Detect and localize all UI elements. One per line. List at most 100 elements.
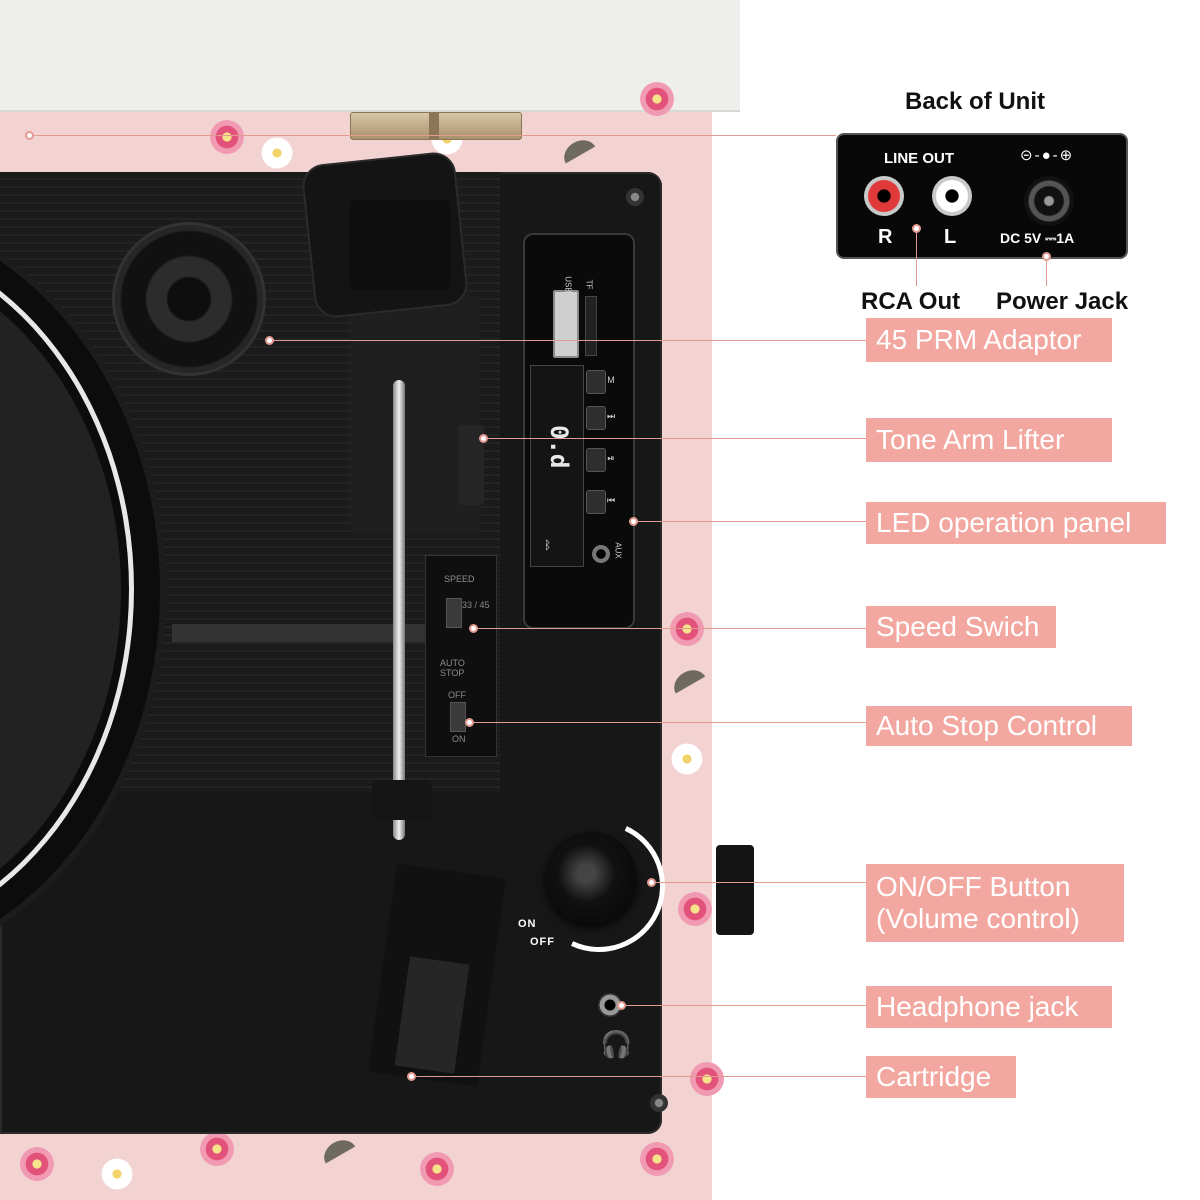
- power-leader-line: [1046, 256, 1047, 286]
- flower-decoration: [200, 1132, 234, 1166]
- leaf-decoration: [318, 1134, 356, 1164]
- flower-decoration: [690, 1062, 724, 1096]
- tf-card-slot[interactable]: [585, 296, 597, 356]
- knob-on-label: ON: [518, 918, 537, 930]
- mode-button[interactable]: [586, 370, 606, 394]
- rca-right-label: R: [878, 226, 893, 248]
- onoff-leader-line: [652, 882, 866, 883]
- led-digits: 0.d: [545, 425, 573, 469]
- leader-dot: [1042, 252, 1051, 261]
- flower-decoration: [420, 1152, 454, 1186]
- leader-dot: [265, 336, 274, 345]
- play-pause-icon: ⏯: [607, 453, 615, 463]
- flower-decoration: [20, 1147, 54, 1181]
- back-leader-line: [30, 135, 836, 136]
- callout-cartridge: Cartridge: [866, 1056, 1016, 1098]
- headphone-leader-line: [622, 1005, 866, 1006]
- callout-cartridge-text: Cartridge: [876, 1061, 992, 1092]
- tonearm-pivot: [350, 200, 450, 290]
- leader-dot: [912, 224, 921, 233]
- power-jack-label: Power Jack: [996, 288, 1129, 315]
- callout-adaptor-text: 45 PRM Adaptor: [876, 324, 1082, 355]
- leader-dot: [25, 131, 34, 140]
- headphone-icon: 🎧: [600, 1029, 633, 1059]
- turntable-lid: [0, 0, 740, 112]
- next-icon: ⏭: [606, 411, 616, 421]
- flower-decoration: [640, 82, 674, 116]
- leader-dot: [465, 718, 474, 727]
- rca-left-label: L: [944, 226, 957, 248]
- tf-label: TF: [584, 279, 594, 290]
- adaptor-leader-line: [270, 340, 866, 341]
- dc-power-jack[interactable]: [1024, 176, 1074, 226]
- callout-headphone: Headphone jack: [866, 986, 1112, 1028]
- usb-port[interactable]: [553, 290, 579, 358]
- callout-speed-text: Speed Swich: [876, 611, 1040, 642]
- dc-rating-label: DC 5V ⎓1A: [1000, 230, 1075, 246]
- auto-stop-switch[interactable]: [450, 702, 466, 732]
- rca-out-label: RCA Out: [861, 288, 961, 315]
- speed-leader-line: [474, 628, 866, 629]
- aux-label: AUX: [613, 542, 623, 559]
- lifter-leader-line: [484, 438, 866, 439]
- polarity-icon: ⊝-●-⊕: [1020, 147, 1075, 164]
- leader-dot: [647, 878, 656, 887]
- leader-dot: [469, 624, 478, 633]
- screw: [650, 1094, 668, 1112]
- flower-decoration: [670, 612, 704, 646]
- tonearm-tube[interactable]: [393, 380, 405, 840]
- callout-led: LED operation panel: [866, 502, 1166, 544]
- callout-onoff-text-1: ON/OFF Button: [876, 871, 1071, 902]
- on-label: ON: [452, 734, 466, 744]
- callout-headphone-text: Headphone jack: [876, 991, 1079, 1022]
- rca-left-jack[interactable]: [932, 176, 972, 216]
- leader-dot: [479, 434, 488, 443]
- side-latch: [716, 845, 754, 935]
- callout-onoff-text-2: (Volume control): [876, 903, 1080, 934]
- knob-off-label: OFF: [530, 936, 555, 948]
- led-display: [530, 365, 584, 567]
- aux-port[interactable]: [592, 545, 610, 563]
- callout-led-text: LED operation panel: [876, 507, 1132, 538]
- deck-stripe: [172, 624, 494, 642]
- callout-adaptor: 45 PRM Adaptor: [866, 318, 1112, 362]
- flower-decoration: [210, 120, 244, 154]
- line-out-label: LINE OUT: [884, 150, 954, 167]
- bluetooth-icon: ᛒ: [544, 538, 552, 552]
- speed-values: 33 / 45: [462, 600, 490, 610]
- auto-stop-label: AUTO STOP: [440, 658, 465, 678]
- autostop-leader-line: [470, 722, 866, 723]
- leader-dot: [617, 1001, 626, 1010]
- speed-label: SPEED: [444, 574, 475, 584]
- leaf-decoration: [558, 134, 596, 164]
- next-button[interactable]: [586, 406, 606, 430]
- speed-switch[interactable]: [446, 598, 462, 628]
- off-label: OFF: [448, 690, 466, 700]
- screw: [626, 188, 644, 206]
- play-pause-button[interactable]: [586, 448, 606, 472]
- led-leader-line: [634, 521, 866, 522]
- callout-onoff: ON/OFF Button (Volume control): [866, 864, 1124, 942]
- rca-right-jack[interactable]: [864, 176, 904, 216]
- flower-decoration: [260, 136, 294, 170]
- usb-label: USB: [563, 276, 573, 293]
- 45-adaptor[interactable]: [115, 225, 263, 373]
- callout-autostop: Auto Stop Control: [866, 706, 1132, 746]
- rca-leader-line: [916, 228, 917, 286]
- flower-decoration: [678, 892, 712, 926]
- flower-decoration: [100, 1157, 134, 1191]
- cartridge-leader-line: [412, 1076, 866, 1077]
- previous-icon: ⏮: [606, 495, 616, 505]
- flower-decoration: [640, 1142, 674, 1176]
- leader-dot: [629, 517, 638, 526]
- callout-autostop-text: Auto Stop Control: [876, 710, 1098, 741]
- leaf-decoration: [668, 664, 706, 694]
- flower-decoration: [670, 742, 704, 776]
- callout-speed: Speed Swich: [866, 606, 1056, 648]
- callout-lifter-text: Tone Arm Lifter: [876, 424, 1065, 455]
- previous-button[interactable]: [586, 490, 606, 514]
- volume-knob[interactable]: [545, 832, 637, 924]
- tonearm-rest: [372, 780, 432, 820]
- leader-dot: [407, 1072, 416, 1081]
